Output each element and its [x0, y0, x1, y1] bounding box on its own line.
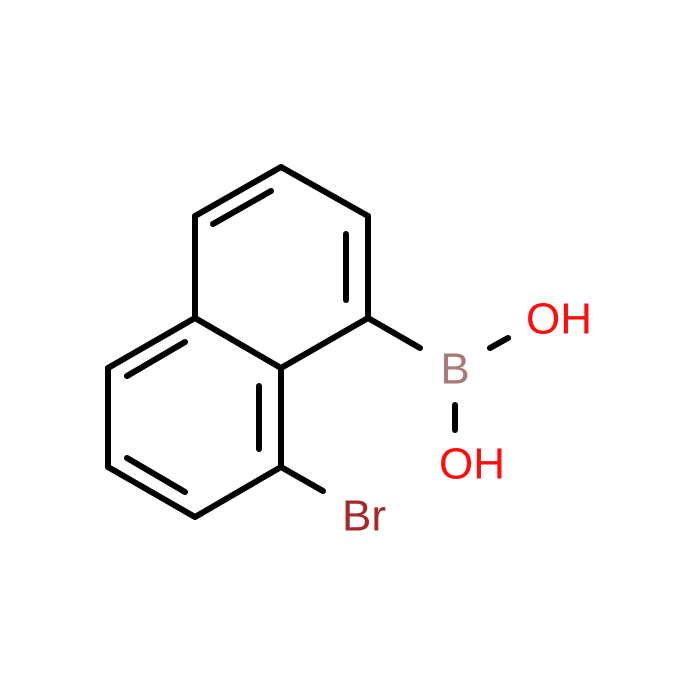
bond-c3-c4: [192, 164, 284, 219]
inner-bond-c3-c4: [210, 188, 274, 227]
inner-bond-c6-c7: [124, 455, 188, 495]
inner-bond-c4a-c5: [124, 339, 188, 379]
bond-c2-c3: [278, 164, 371, 219]
bond-c1-boron: [365, 315, 423, 351]
bond-c8a-c1: [278, 315, 371, 371]
bromine-label: Br: [342, 492, 386, 541]
bond-c4a-c8a: [192, 315, 284, 371]
bond-boron-oh-upper: [487, 335, 511, 351]
hydroxyl-lower-label: OH: [439, 440, 505, 489]
bond-c6-c7: [105, 464, 198, 520]
boron-label: B: [440, 345, 469, 394]
bond-c4a-c5: [105, 315, 198, 371]
hydroxyl-upper-label: OH: [526, 295, 592, 344]
bond-c8-bromine: [278, 464, 326, 494]
bond-c7-c8: [192, 464, 284, 520]
